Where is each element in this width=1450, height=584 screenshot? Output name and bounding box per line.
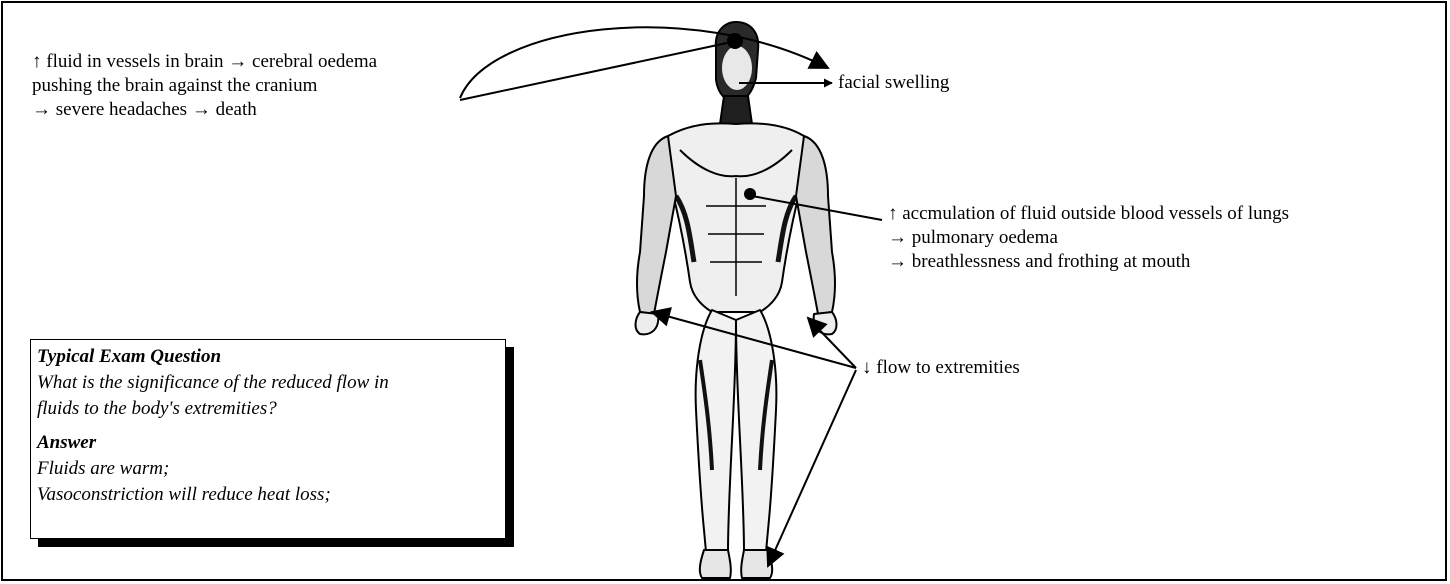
figure-left-leg [696,310,736,552]
lung-label-line-1: ↑ accmulation of fluid outside blood ves… [888,202,1289,226]
brain-label-line-2: pushing the brain against the cranium [32,74,377,98]
brain-label-line-3: → severe headaches → death [32,98,377,122]
spacer [37,422,499,430]
lung-marker-dot [744,188,756,200]
figure-left-foot [700,550,731,578]
question-heading: Typical Exam Question [37,344,499,370]
question-line-1: What is the significance of the reduced … [37,370,499,396]
figure-left-arm [637,136,676,314]
figure-neck [720,96,752,124]
answer-line-2: Vasoconstriction will reduce heat loss; [37,482,499,508]
facial-swelling-label: facial swelling [838,71,949,95]
answer-heading: Answer [37,430,499,456]
human-body-figure [636,22,837,578]
figure-right-foot [741,550,772,578]
lung-label-line-2: → pulmonary oedema [888,226,1289,250]
answer-line-1: Fluids are warm; [37,456,499,482]
brain-connector-line [460,43,727,100]
figure-right-arm [796,136,835,314]
brain-label-line-1: ↑ fluid in vessels in brain → cerebral o… [32,50,377,74]
exam-question-box: Typical Exam Question What is the signif… [30,339,506,539]
extremities-flow-label: ↓ flow to extremities [862,356,1020,380]
brain-oedema-label: ↑ fluid in vessels in brain → cerebral o… [32,50,377,122]
lung-label-line-3: → breathlessness and frothing at mouth [888,250,1289,274]
pulmonary-oedema-label: ↑ accmulation of fluid outside blood ves… [888,202,1289,274]
figure-right-leg [736,310,776,552]
extremity-arrow-foot [768,370,856,566]
question-line-2: fluids to the body's extremities? [37,396,499,422]
